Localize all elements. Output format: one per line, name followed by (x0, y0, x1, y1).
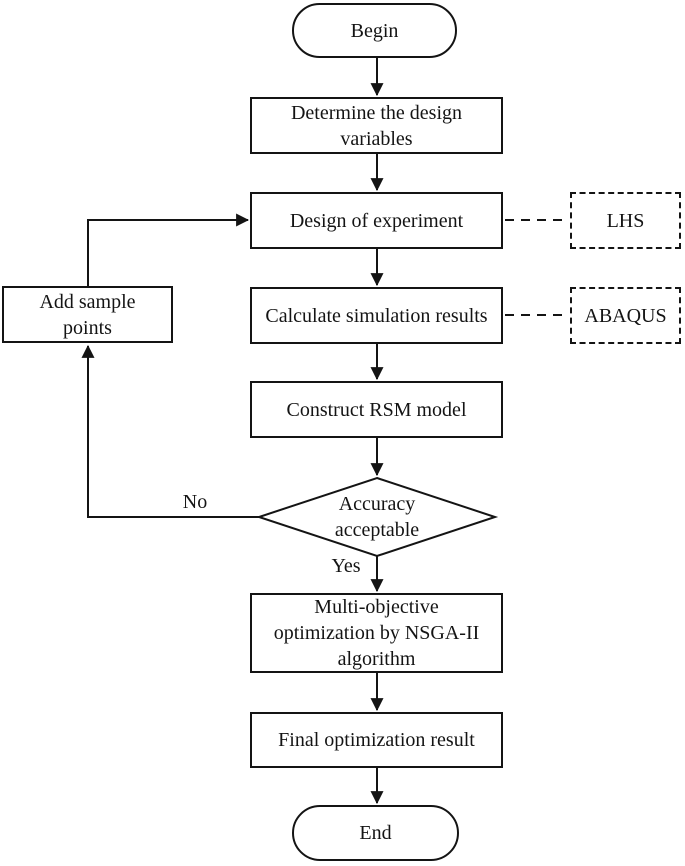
node-design-label: Design of experiment (289, 209, 464, 232)
node-begin: Begin (292, 3, 457, 58)
node-calculate-simulation-results: Calculate simulation results (250, 287, 503, 344)
node-decision-accuracy: Accuracy acceptable (297, 479, 457, 555)
node-determine-label: Determine the design variables (290, 101, 463, 150)
node-begin-label: Begin (350, 19, 399, 42)
arrow-addsample-to-design (87, 213, 250, 286)
node-add-sample-points: Add sample points (2, 286, 173, 343)
node-calculate-label: Calculate simulation results (265, 304, 488, 327)
arrow-decision-no-to-addsample (81, 344, 259, 518)
node-abaqus: ABAQUS (570, 287, 681, 344)
node-construct-rsm-model: Construct RSM model (250, 381, 503, 438)
node-multi-objective-optimization: Multi-objective optimization by NSGA-II … (250, 593, 503, 673)
node-determine-design-variables: Determine the design variables (250, 97, 503, 154)
node-decision-label: Accuracy acceptable (334, 493, 420, 541)
decision-diamond-shape (255, 476, 499, 558)
node-end-label: End (359, 822, 392, 844)
node-end: End (292, 805, 459, 861)
edge-label-yes: Yes (331, 555, 361, 577)
node-lhs: LHS (570, 192, 681, 249)
node-abaqus-label: ABAQUS (584, 304, 667, 327)
node-construct-label: Construct RSM model (286, 398, 467, 421)
edge-label-no: No (182, 491, 208, 513)
node-final-label: Final optimization result (278, 729, 475, 751)
node-design-of-experiment: Design of experiment (250, 192, 503, 249)
node-add-sample-label: Add sample points (39, 290, 136, 339)
node-final-optimization-result: Final optimization result (250, 712, 503, 768)
node-multi-objective-label: Multi-objective optimization by NSGA-II … (273, 596, 480, 670)
node-lhs-label: LHS (606, 209, 645, 232)
